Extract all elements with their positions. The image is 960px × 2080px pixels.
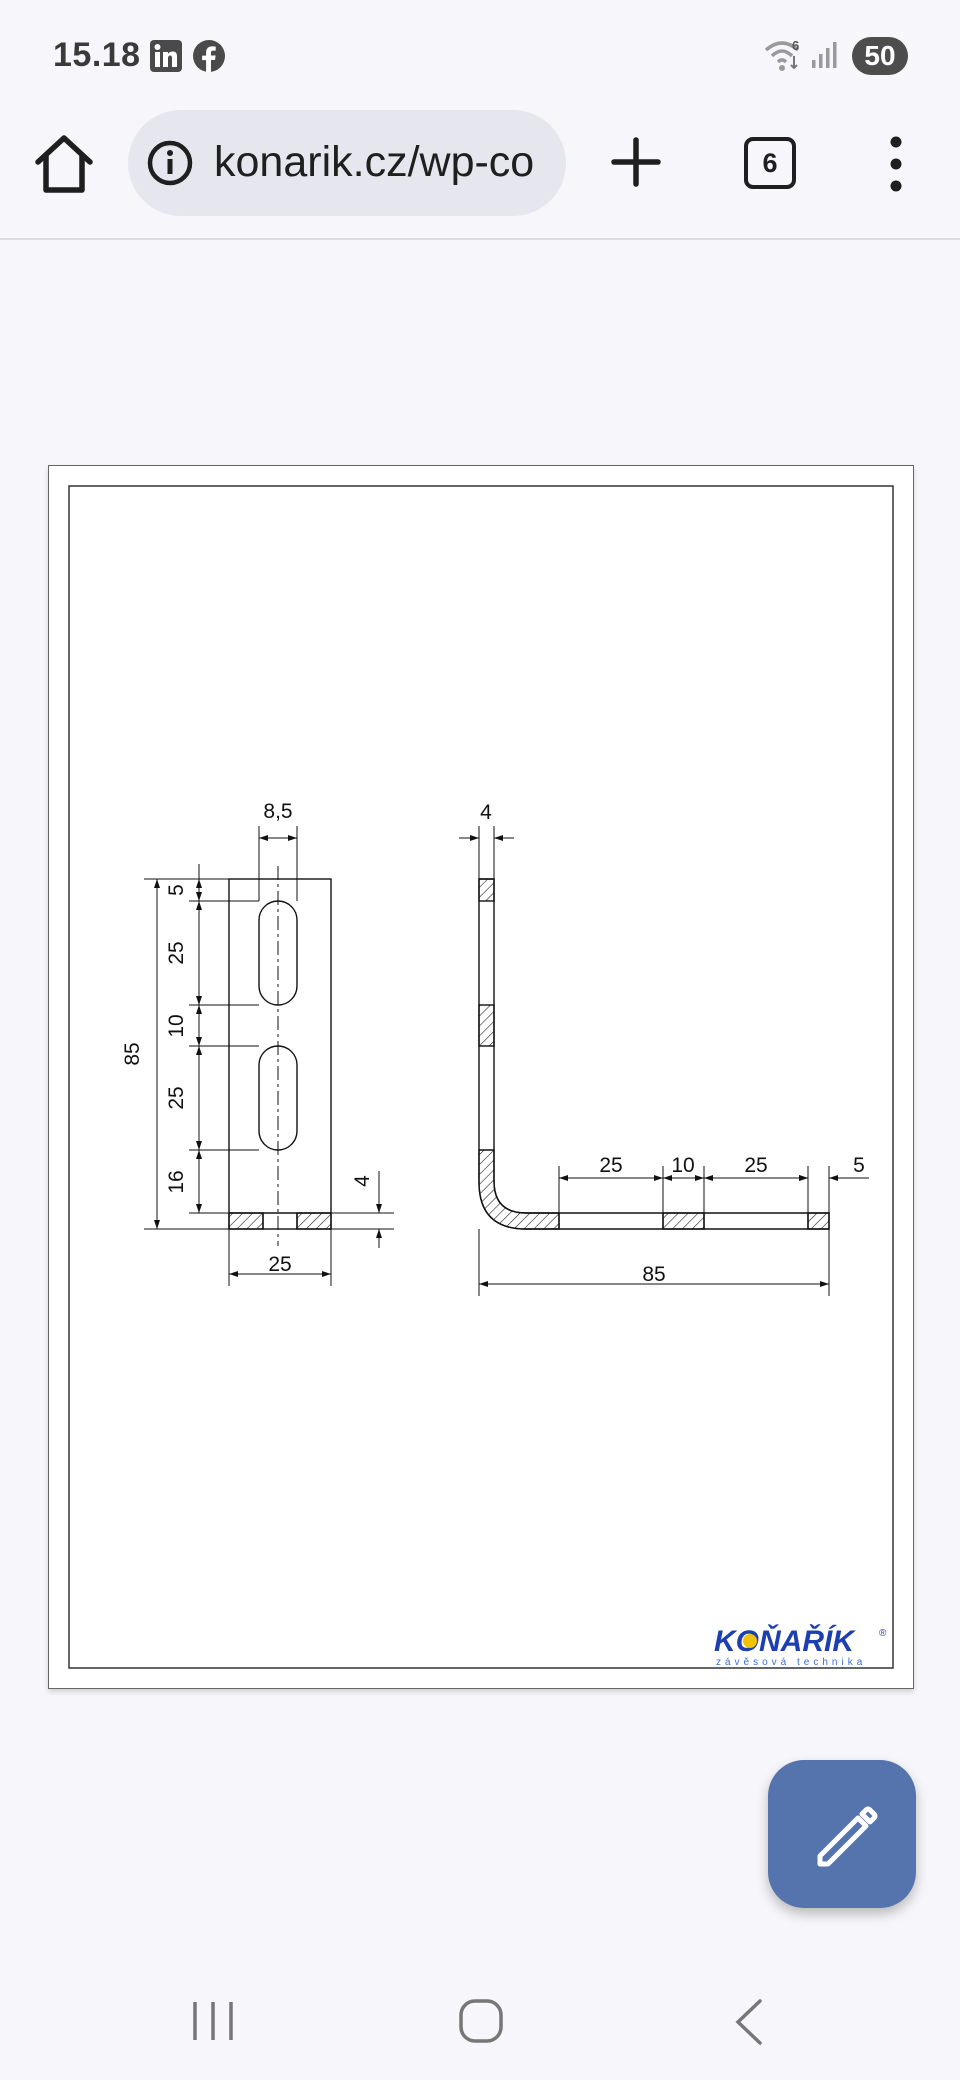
- edit-fab-button[interactable]: [768, 1760, 916, 1908]
- home-nav-icon[interactable]: [458, 1998, 504, 2044]
- wifi-icon: 6: [764, 38, 799, 71]
- clock: 15.18: [53, 36, 141, 74]
- linkedin-icon: [150, 40, 182, 72]
- konarik-logo: KOŇAŘÍK ® závěsová technika: [714, 1624, 887, 1668]
- dim-side-thickness: 4: [480, 801, 492, 824]
- svg-text:závěsová technika: závěsová technika: [716, 1657, 866, 1668]
- dim-h2: 25: [165, 941, 188, 964]
- dim-seg-1: 25: [599, 1154, 622, 1177]
- address-bar[interactable]: konarik.cz/wp-co: [128, 110, 566, 216]
- dim-total-height: 85: [121, 1042, 144, 1065]
- more-menu-icon[interactable]: [878, 130, 914, 198]
- front-view: [144, 826, 394, 1286]
- battery-indicator: 50: [852, 37, 908, 75]
- dim-side-length: 85: [642, 1263, 665, 1286]
- new-tab-icon[interactable]: [606, 132, 666, 192]
- drawing-image: 8,5 5 25 10 25 16 85 25 4: [48, 465, 914, 1689]
- facebook-icon: [193, 40, 225, 72]
- dim-front-width: 25: [268, 1253, 291, 1276]
- technical-drawing: 8,5 5 25 10 25 16 85 25 4: [68, 485, 894, 1669]
- home-icon[interactable]: [30, 130, 98, 198]
- dim-h5: 16: [165, 1170, 188, 1193]
- svg-text:6: 6: [792, 38, 799, 53]
- pencil-icon: [817, 1806, 878, 1867]
- recent-apps-icon[interactable]: [190, 1998, 236, 2044]
- dim-seg-2: 10: [671, 1154, 694, 1177]
- tab-switcher-button[interactable]: 6: [744, 137, 796, 189]
- dim-h3: 10: [165, 1014, 188, 1037]
- dim-seg-4: 5: [853, 1154, 865, 1177]
- dim-seg-3: 25: [744, 1154, 767, 1177]
- dim-h1: 5: [165, 884, 188, 896]
- back-icon[interactable]: [730, 1998, 770, 2046]
- svg-text:®: ®: [879, 1628, 887, 1639]
- signal-icon: [812, 42, 837, 68]
- dim-slot-width: 8,5: [263, 800, 292, 823]
- system-nav-bar: [0, 1960, 960, 2080]
- side-view: [459, 826, 869, 1296]
- svg-text:KOŇAŘÍK: KOŇAŘÍK: [714, 1624, 856, 1658]
- status-bar: 15.18 6 50: [0, 0, 960, 110]
- browser-toolbar: konarik.cz/wp-co 6: [0, 110, 960, 238]
- info-icon[interactable]: [146, 139, 194, 187]
- dim-front-thickness: 4: [351, 1175, 374, 1187]
- url-text[interactable]: konarik.cz/wp-co: [214, 138, 535, 186]
- toolbar-divider: [0, 238, 960, 240]
- drawing-frame: [68, 485, 894, 1669]
- dim-h4: 25: [165, 1086, 188, 1109]
